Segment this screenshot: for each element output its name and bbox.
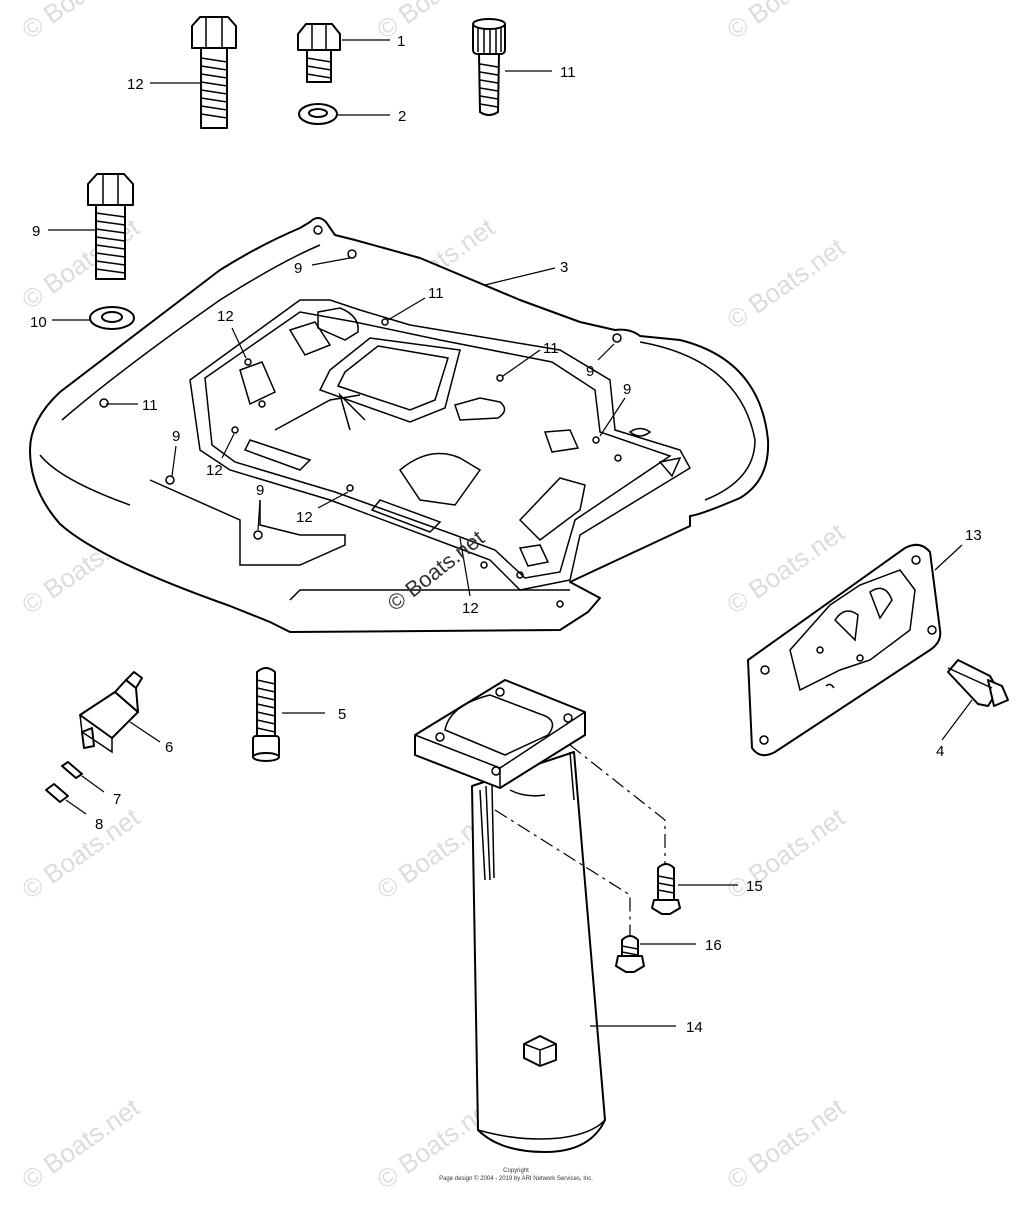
part-15-screw xyxy=(651,863,681,915)
callout-label: 11 xyxy=(543,340,559,357)
callout-label: 9 xyxy=(623,381,631,398)
callout-label: 9 xyxy=(294,260,302,277)
callout-label: 12 xyxy=(217,308,234,325)
callout-label: 9 xyxy=(256,482,264,499)
watermark: © Boats.net xyxy=(721,232,850,335)
part-6-fitting xyxy=(79,671,143,754)
callout-label: 9 xyxy=(586,363,594,380)
callout-label: 12 xyxy=(462,600,479,617)
callout-label: 6 xyxy=(165,739,173,756)
footer-page-design: Page design © 2004 - 2019 by ARI Network… xyxy=(439,1175,593,1182)
part-3-exhaust-plate xyxy=(29,217,770,633)
callout-label: 7 xyxy=(113,791,121,808)
part-4-bolt xyxy=(947,659,1009,707)
watermark: © Boats.net xyxy=(721,802,850,905)
watermark: © Boats.net xyxy=(16,0,145,45)
leader-lines xyxy=(48,39,973,1027)
callout-labels: 12 1 11 2 9 10 3 9 11 12 11 9 9 11 9 12 … xyxy=(30,33,982,1036)
callout-label: 11 xyxy=(142,397,158,414)
part-11-socket-bolt xyxy=(472,18,506,116)
part-16-screw xyxy=(615,935,645,973)
callout-label: 4 xyxy=(936,743,944,760)
callout-label: 12 xyxy=(206,462,223,479)
footer-copyright: Copyright xyxy=(503,1168,529,1174)
callout-label: 9 xyxy=(172,428,180,445)
callout-label: 13 xyxy=(965,527,982,544)
watermark: © Boats.net xyxy=(721,0,850,45)
part-14-exhaust-tube xyxy=(414,679,606,1153)
watermark: © Boats.net xyxy=(721,1092,850,1195)
part-8-fitting xyxy=(45,783,69,803)
part-10-washer xyxy=(89,306,135,330)
callout-label: 16 xyxy=(705,937,722,954)
callout-label: 3 xyxy=(560,259,568,276)
callout-label: 8 xyxy=(95,816,103,833)
callout-label: 2 xyxy=(398,108,406,125)
callout-label: 11 xyxy=(560,64,576,81)
callout-label: 10 xyxy=(30,314,47,331)
callout-label: 11 xyxy=(428,285,444,302)
watermark: © Boats.net xyxy=(16,802,145,905)
part-13-adapter-plate xyxy=(747,543,942,757)
part-2-washer xyxy=(298,103,338,125)
callout-label: 12 xyxy=(296,509,313,526)
callout-label: 15 xyxy=(746,878,763,895)
callout-label: 5 xyxy=(338,706,346,723)
callout-label: 1 xyxy=(397,33,405,50)
callout-label: 9 xyxy=(32,223,40,240)
part-12-bolt xyxy=(191,16,237,129)
callout-label: 14 xyxy=(686,1019,703,1036)
part-7-pin xyxy=(61,761,83,779)
watermark: © Boats.net xyxy=(16,1092,145,1195)
part-9-bolt xyxy=(87,173,134,280)
part-1-bolt xyxy=(297,23,341,83)
part-5-bolt xyxy=(252,667,280,762)
assembly-lines xyxy=(494,744,666,935)
callout-label: 12 xyxy=(127,76,144,93)
